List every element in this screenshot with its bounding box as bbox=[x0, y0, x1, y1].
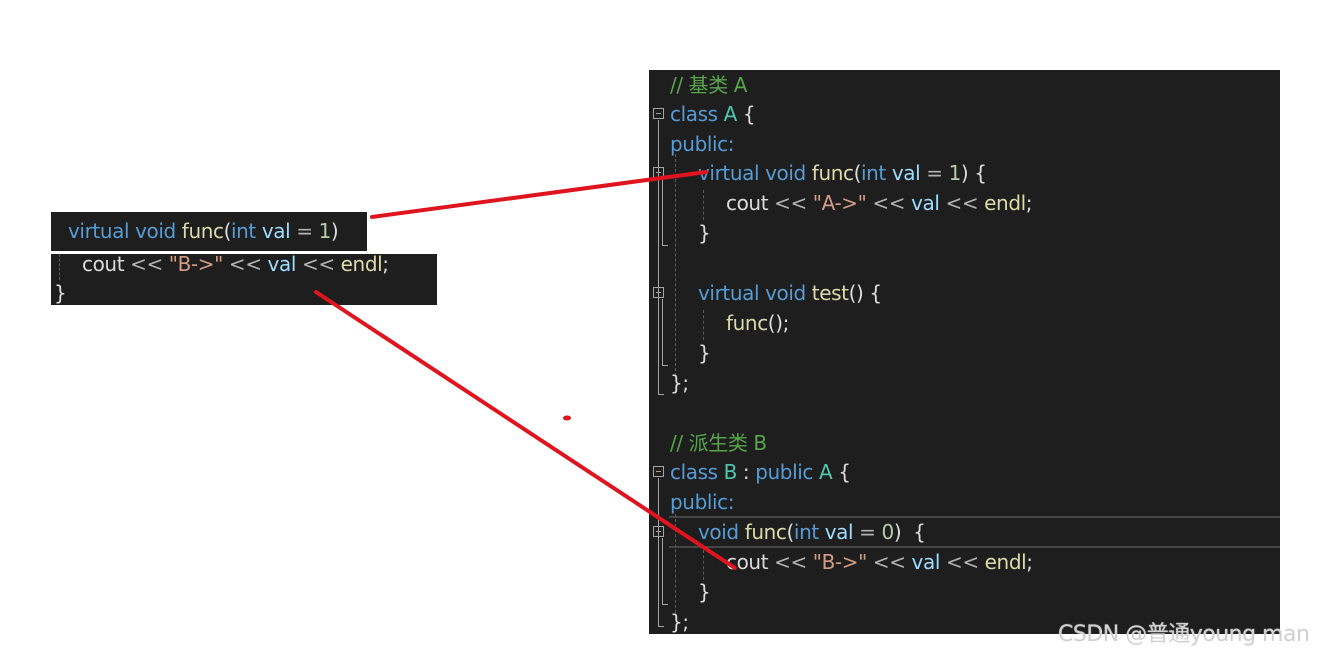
fold-end-func-b bbox=[662, 604, 668, 605]
class-a-declaration: class A { bbox=[670, 102, 756, 126]
snippet-indent-guide bbox=[59, 254, 60, 280]
watermark: CSDN @普通young man bbox=[1058, 622, 1310, 647]
func-b-body: cout << "B->" << val << endl; bbox=[726, 550, 1033, 574]
func-b-signature: void func(int val = 0) { bbox=[698, 520, 926, 544]
public-specifier-b: public: bbox=[670, 490, 735, 514]
public-specifier-a: public: bbox=[670, 132, 735, 156]
test-a-body: func(); bbox=[726, 311, 789, 335]
func-a-body: cout << "A->" << val << endl; bbox=[726, 191, 1033, 215]
fold-toggle-class-a[interactable] bbox=[653, 108, 664, 119]
func-b-close: } bbox=[698, 580, 711, 604]
indent-guide bbox=[703, 550, 704, 580]
fold-region-func-b bbox=[662, 538, 663, 604]
current-line-highlight bbox=[669, 516, 1280, 548]
code-editor: // 基类 A class A { public: virtual void f… bbox=[649, 70, 1280, 634]
stray-dot bbox=[563, 415, 571, 421]
snippet-close-brace: } bbox=[54, 281, 67, 305]
class-a-close: }; bbox=[670, 371, 689, 395]
func-a-signature: virtual void func(int val = 1) { bbox=[698, 161, 987, 185]
fold-end-class-b bbox=[658, 626, 664, 627]
fold-end-test-a bbox=[662, 365, 668, 366]
snippet-body-panel: cout << "B->" << val << endl; } bbox=[51, 252, 437, 305]
fold-toggle-class-b[interactable] bbox=[653, 466, 664, 477]
fold-end-func-a bbox=[662, 245, 668, 246]
indent-guide bbox=[675, 154, 676, 376]
fold-region-class-b bbox=[658, 478, 659, 626]
indent-guide bbox=[675, 514, 676, 618]
fold-end-class-a bbox=[658, 394, 664, 395]
indent-guide bbox=[703, 310, 704, 340]
arrow-to-base-func bbox=[370, 170, 708, 219]
fold-region-func-a bbox=[662, 179, 663, 245]
test-a-close: } bbox=[698, 341, 711, 365]
comment-base-class: // 基类 A bbox=[670, 73, 748, 97]
class-b-close: }; bbox=[670, 610, 689, 634]
snippet-header-panel: virtual void func(int val = 1) bbox=[51, 212, 367, 251]
func-a-close: } bbox=[698, 221, 711, 245]
snippet-cout-line: cout << "B->" << val << endl; bbox=[82, 252, 389, 276]
arrow-to-derived-func bbox=[314, 290, 737, 570]
fold-region-class-a bbox=[658, 120, 659, 394]
snippet-func-signature: virtual void func(int val = 1) bbox=[68, 219, 339, 243]
class-b-declaration: class B : public A { bbox=[670, 460, 851, 484]
fold-region-test-a bbox=[662, 299, 663, 365]
comment-derived-class: // 派生类 B bbox=[670, 431, 767, 455]
indent-guide bbox=[703, 190, 704, 220]
test-a-signature: virtual void test() { bbox=[698, 281, 882, 305]
